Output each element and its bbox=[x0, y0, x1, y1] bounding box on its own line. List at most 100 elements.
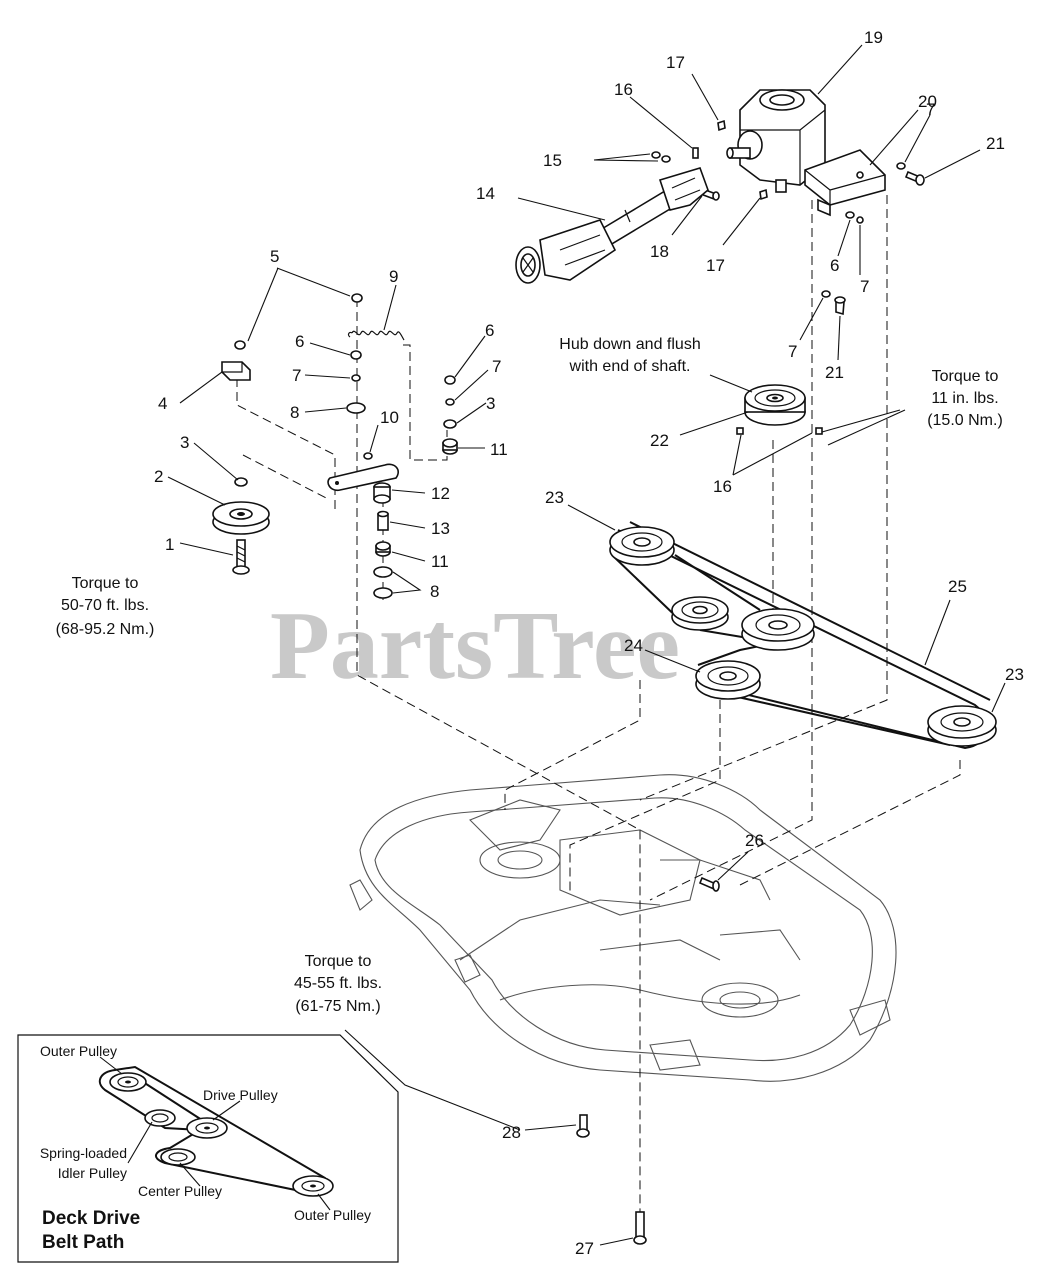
svg-text:11 in. lbs.: 11 in. lbs. bbox=[931, 390, 998, 407]
inset-label-drive-pulley: Drive Pulley bbox=[203, 1087, 278, 1103]
inset-center-pulley bbox=[160, 1148, 196, 1166]
driveshaft-14 bbox=[515, 167, 709, 284]
bolt-21-lower bbox=[834, 296, 846, 316]
washer-7-upper bbox=[896, 162, 906, 170]
svg-text:45-55 ft. lbs.: 45-55 ft. lbs. bbox=[294, 975, 382, 992]
svg-text:(68-95.2 Nm.): (68-95.2 Nm.) bbox=[56, 621, 155, 638]
bushing-11-upper bbox=[442, 438, 458, 455]
callouts: 1 2 3 3 4 5 6 6 6 7 7 7 7 7 8 8 9 10 11 … bbox=[154, 28, 1024, 1258]
key-17-upper bbox=[717, 119, 726, 132]
nut-15-b bbox=[661, 155, 671, 163]
gearbox-assembly bbox=[515, 89, 925, 316]
bolt-26 bbox=[698, 876, 720, 892]
callout-5: 5 bbox=[270, 247, 279, 266]
callout-3: 3 bbox=[180, 433, 189, 452]
callout-11: 11 bbox=[431, 552, 449, 571]
callout-15: 15 bbox=[543, 151, 562, 170]
inset-label-outer-pulley-top: Outer Pulley bbox=[40, 1043, 117, 1059]
inset-idler-pulley bbox=[144, 1109, 176, 1127]
idler-pulley bbox=[671, 596, 729, 631]
callout-7: 7 bbox=[926, 100, 935, 119]
svg-text:(61-75 Nm.): (61-75 Nm.) bbox=[295, 998, 380, 1015]
callout-12: 12 bbox=[431, 484, 450, 503]
callout-28: 28 bbox=[502, 1123, 521, 1142]
nut-5 bbox=[234, 340, 246, 350]
nut-3-right bbox=[443, 419, 457, 429]
pulley-2 bbox=[212, 501, 270, 535]
callout-4: 4 bbox=[158, 394, 167, 413]
bolt-27 bbox=[633, 1211, 647, 1245]
idler-arm-12 bbox=[327, 463, 400, 504]
svg-text:with end of shaft.: with end of shaft. bbox=[569, 358, 691, 375]
drive-pulley bbox=[741, 608, 815, 651]
callout-7: 7 bbox=[492, 357, 501, 376]
spring-9 bbox=[347, 330, 405, 341]
setscrew-16-b bbox=[815, 427, 823, 435]
washer-7 bbox=[351, 374, 361, 382]
callout-6: 6 bbox=[830, 256, 839, 275]
callout-24: 24 bbox=[624, 636, 643, 655]
inset-label-idler-2: Idler Pulley bbox=[58, 1165, 127, 1181]
inset-label-idler-1: Spring-loaded bbox=[40, 1145, 127, 1161]
nut-6-bracket bbox=[845, 211, 855, 219]
nut-5-upper bbox=[351, 293, 363, 303]
svg-text:Torque to: Torque to bbox=[72, 575, 139, 592]
callout-18: 18 bbox=[650, 242, 669, 261]
watermark: PartsTree bbox=[270, 592, 680, 700]
inset-label-center-pulley: Center Pulley bbox=[138, 1183, 222, 1199]
callout-8: 8 bbox=[290, 403, 299, 422]
gearbox-19 bbox=[726, 89, 826, 193]
nut-6 bbox=[350, 350, 362, 360]
svg-text:50-70 ft. lbs.: 50-70 ft. lbs. bbox=[61, 597, 149, 614]
callout-7: 7 bbox=[292, 366, 301, 385]
washer-8-lower-b bbox=[373, 587, 393, 599]
bracket-20 bbox=[804, 149, 886, 217]
callout-20: 20 bbox=[918, 92, 937, 111]
svg-text:Hub down and flush: Hub down and flush bbox=[559, 336, 700, 353]
callout-8: 8 bbox=[430, 582, 439, 601]
inset-outer-pulley-top bbox=[109, 1072, 147, 1092]
callout-9: 9 bbox=[389, 267, 398, 286]
pulley-23-left bbox=[609, 526, 675, 566]
callout-22: 22 bbox=[650, 431, 669, 450]
inset-label-outer-pulley-bottom: Outer Pulley bbox=[294, 1207, 371, 1223]
callout-2: 2 bbox=[154, 467, 163, 486]
callout-21: 21 bbox=[825, 363, 844, 382]
svg-text:(15.0 Nm.): (15.0 Nm.) bbox=[927, 412, 1003, 429]
bolt-28 bbox=[576, 1114, 590, 1138]
assembly-lines bbox=[236, 195, 961, 1215]
idler-assembly bbox=[212, 293, 458, 599]
bolt-1 bbox=[232, 539, 250, 575]
callout-13: 13 bbox=[431, 519, 450, 538]
callout-17: 17 bbox=[706, 256, 725, 275]
nut-6-right bbox=[444, 375, 456, 385]
callout-16: 16 bbox=[614, 80, 633, 99]
mower-deck bbox=[349, 774, 897, 1082]
inset-drive-pulley bbox=[186, 1117, 228, 1139]
inset-outer-pulley-bottom bbox=[292, 1175, 334, 1197]
washer-8-lower-a bbox=[373, 566, 393, 578]
bracket-4 bbox=[221, 361, 251, 381]
callout-1: 1 bbox=[165, 535, 174, 554]
inset-title-line-2: Belt Path bbox=[42, 1232, 124, 1253]
callout-27: 27 bbox=[575, 1239, 594, 1258]
bushing-11-lower bbox=[375, 541, 391, 557]
callout-7: 7 bbox=[788, 342, 797, 361]
bolt-21-upper bbox=[904, 170, 925, 186]
callout-14: 14 bbox=[476, 184, 495, 203]
callout-25: 25 bbox=[948, 577, 967, 596]
note-hub: Hub down and flush with end of shaft. bbox=[559, 336, 700, 375]
key-17-lower bbox=[759, 188, 768, 201]
washer-7-bracket bbox=[856, 216, 864, 224]
callout-26: 26 bbox=[745, 831, 764, 850]
nut-10 bbox=[363, 452, 373, 460]
callout-3: 3 bbox=[486, 394, 495, 413]
pulley-22 bbox=[744, 384, 806, 426]
callout-6: 6 bbox=[485, 321, 494, 340]
callout-17: 17 bbox=[666, 53, 685, 72]
callout-23: 23 bbox=[545, 488, 564, 507]
sleeve-13 bbox=[377, 510, 389, 531]
pulley-23-right bbox=[927, 705, 997, 747]
callout-16: 16 bbox=[713, 477, 732, 496]
